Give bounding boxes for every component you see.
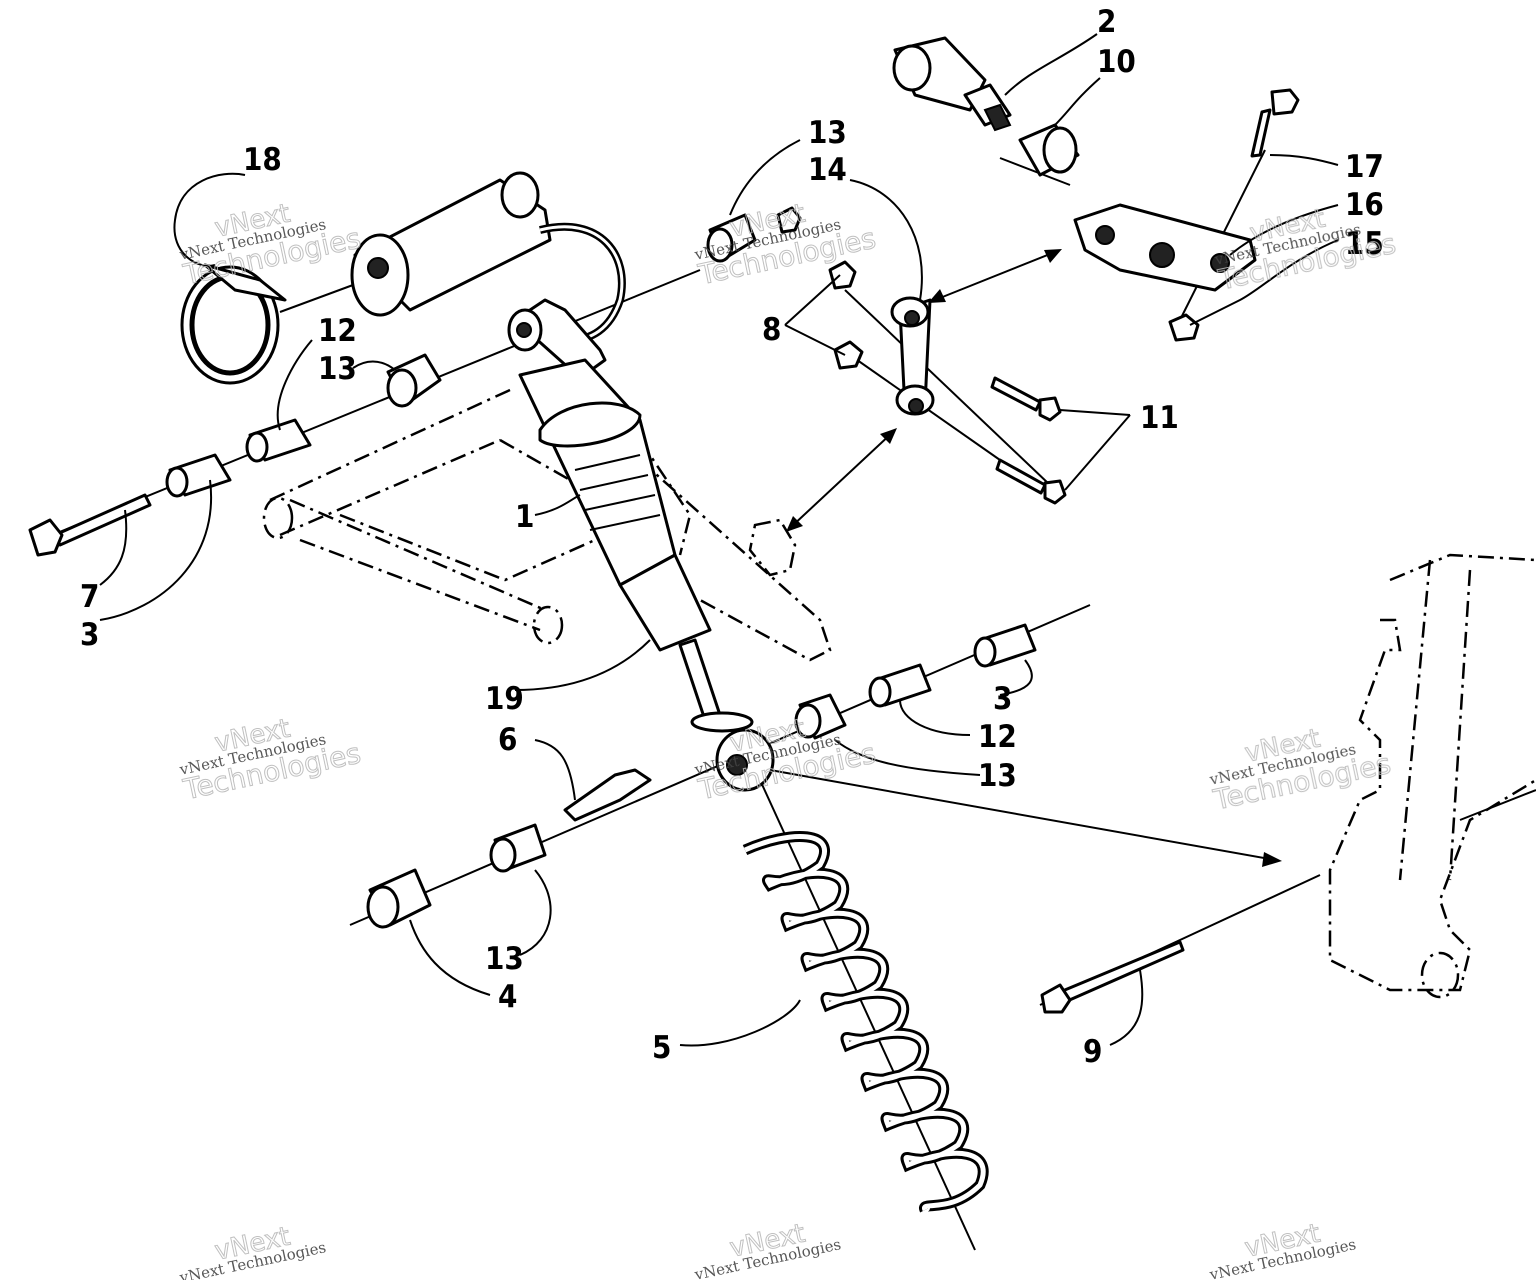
mounting-arrows [769,249,1282,867]
bolt-17 [1250,88,1300,158]
callout-12: 12 [978,719,1017,755]
sleeve-10 [1018,123,1080,177]
callout-11: 11 [1140,400,1179,436]
nut-15 [1168,313,1200,342]
a-arm-outline [262,388,832,662]
callout-19: 19 [485,681,524,717]
callout-14: 14 [808,152,847,188]
spring-retainer [563,768,652,822]
callout-1: 1 [515,499,534,535]
callout-7: 7 [80,579,99,615]
callout-10: 10 [1097,44,1136,80]
spindle-outline [1328,553,1536,999]
callout-16: 16 [1345,187,1384,223]
callout-3: 3 [993,681,1012,717]
callout-13: 13 [318,351,357,387]
callout-3: 3 [80,617,99,653]
callout-13: 13 [808,115,847,151]
watermark-6: vNext vNext Technologies Technologies [1207,723,1394,817]
bolt-9 [1040,940,1185,1014]
shock-lower-eye [715,728,775,792]
callout-4: 4 [498,979,517,1015]
callout-labels: 2 10 18 13 14 17 16 15 12 13 8 11 1 7 3 … [80,4,1384,1070]
callout-18: 18 [243,142,282,178]
clamp-ring [180,263,287,385]
callout-8: 8 [762,312,781,348]
watermark-8: vNext vNext Technologies [692,1218,842,1280]
callout-12: 12 [318,313,357,349]
nuts-8 [776,206,864,370]
watermarks: vNext vNext Technologies Technologies vN… [177,198,1399,1280]
mount-bracket-outline [748,518,797,577]
leader-lines [99,33,1339,1047]
watermark-9: vNext vNext Technologies [1207,1218,1357,1280]
callout-6: 6 [498,722,517,758]
callout-13: 13 [978,758,1017,794]
callout-17: 17 [1345,149,1384,185]
adjuster-tool [892,36,1012,132]
shock-reservoir [350,171,626,344]
coil-spring [742,831,989,1214]
adjuster-arm [1073,203,1257,292]
bolt-7 [28,493,152,557]
shock-absorber [507,298,754,733]
watermark-4: vNext vNext Technologies Technologies [177,713,364,807]
watermark-1: vNext vNext Technologies Technologies [177,198,364,292]
callout-9: 9 [1083,1034,1102,1070]
stabilizer-link [890,296,935,416]
callout-2: 2 [1097,4,1116,40]
callout-15: 15 [1345,226,1384,262]
callout-5: 5 [652,1030,671,1066]
bolts-11 [990,376,1067,505]
watermark-7: vNext vNext Technologies [177,1221,327,1280]
bushings [165,213,1037,929]
callout-13: 13 [485,941,524,977]
